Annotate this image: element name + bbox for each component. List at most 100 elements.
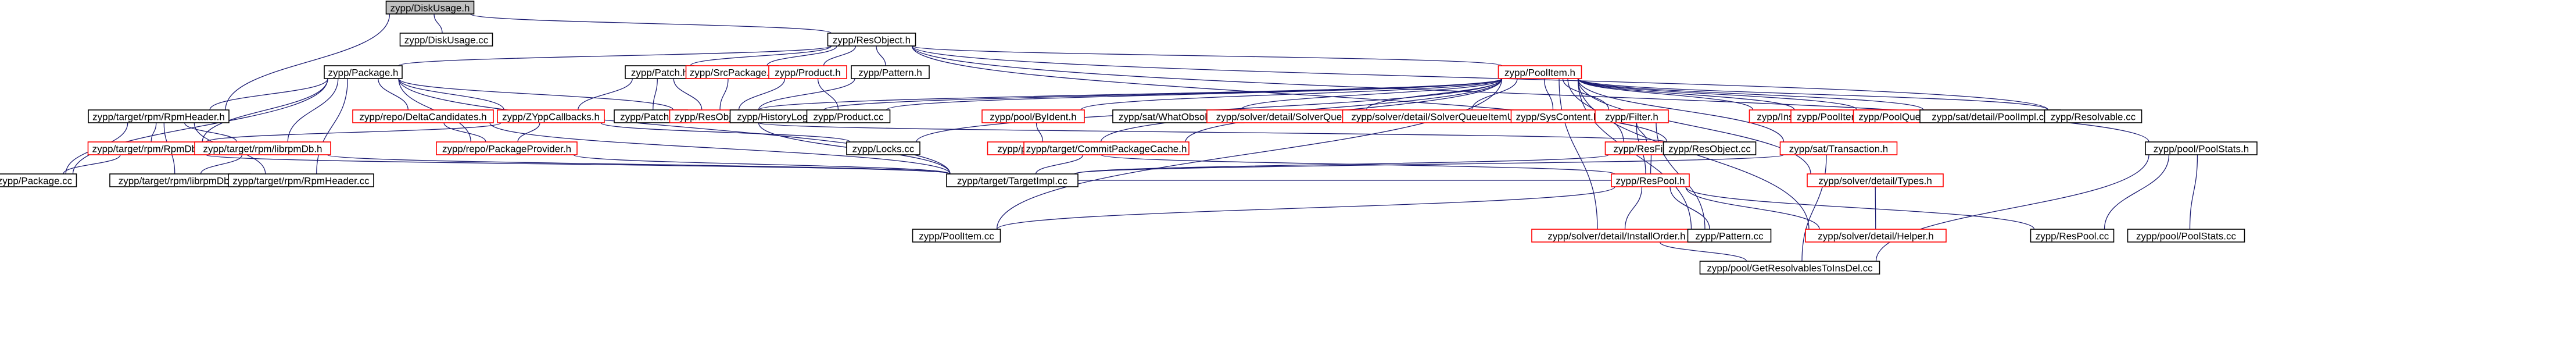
node-label: zypp/Package.cc	[0, 176, 73, 187]
edge-diskusage-h-to-rpmheader-h	[225, 8, 392, 111]
node-poolstats-h[interactable]: zypp/pool/PoolStats.h	[2145, 141, 2258, 155]
node-packageprovider-h[interactable]: zypp/repo/PackageProvider.h	[436, 141, 578, 155]
node-resolvable-cc[interactable]: zypp/Resolvable.cc	[2044, 109, 2143, 123]
node-box	[981, 109, 1085, 123]
node-label: zypp/pool/PoolStats.cc	[2136, 231, 2236, 242]
node-package-cc[interactable]: zypp/Package.cc	[0, 173, 77, 187]
node-respool-h[interactable]: zypp/ResPool.h	[1611, 173, 1690, 187]
node-label: zypp/SysContent.h	[1516, 112, 1599, 123]
node-box	[851, 65, 930, 79]
node-targetimpl-cc[interactable]: zypp/target/TargetImpl.cc	[946, 173, 1079, 187]
node-installorder-h[interactable]: zypp/solver/detail/InstallOrder.h	[1531, 229, 1702, 243]
node-rpmheader-h[interactable]: zypp/target/rpm/RpmHeader.h	[88, 109, 230, 123]
node-label: zypp/solver/detail/Types.h	[1818, 176, 1932, 187]
node-label: zypp/target/rpm/RpmHeader.h	[92, 112, 225, 123]
edge-srcpackage-h-to-resobjects-h	[719, 73, 731, 111]
node-patch-cc[interactable]: zypp/Patch.cc	[614, 109, 688, 123]
node-historylog-cc[interactable]: zypp/HistoryLog.cc	[729, 109, 828, 123]
node-label: zypp/Product.h	[775, 67, 840, 79]
node-label: zypp/Resolvable.cc	[2051, 112, 2136, 123]
node-respool-cc[interactable]: zypp/ResPool.cc	[2030, 229, 2115, 243]
edge-respool-h-to-installorder-h	[1624, 181, 1645, 230]
node-pattern-cc[interactable]: zypp/Pattern.cc	[1687, 229, 1772, 243]
edge-respool-h-to-pattern-cc	[1667, 181, 1710, 230]
edge-resfilters-h-to-targetimpl-cc	[1074, 149, 1611, 175]
edge-zyppcallbacks-h-to-packageprovider-h	[517, 117, 543, 143]
node-rpmdb-h[interactable]: zypp/target/rpm/RpmDb.h	[87, 141, 210, 155]
node-poolitem-cc[interactable]: zypp/PoolItem.cc	[912, 229, 1001, 243]
node-commitpackagecache-h[interactable]: zypp/target/CommitPackageCache.h	[1023, 141, 1190, 155]
node-filter-h[interactable]: zypp/Filter.h	[1595, 109, 1669, 123]
node-poolimpl-cc[interactable]: zypp/sat/detail/PoolImpl.cc	[1919, 109, 2061, 123]
edge-diskusage-h-to-resobject-h	[468, 8, 832, 34]
node-locks-cc[interactable]: zypp/Locks.cc	[846, 141, 920, 155]
edge-resobject-h-to-poolstats-h	[909, 40, 2149, 143]
edge-layer	[63, 8, 2200, 262]
edge-pattern-h-to-resobjects-h	[758, 73, 858, 111]
node-box	[436, 141, 578, 155]
edge-respool-h-to-respool-cc	[1683, 181, 2035, 230]
node-label: zypp/Filter.h	[1605, 112, 1658, 123]
node-label: zypp/target/rpm/RpmDb.h	[92, 144, 206, 155]
edge-poolitem-h-to-installedb-h	[1575, 73, 1754, 111]
node-poolstats-cc[interactable]: zypp/pool/PoolStats.cc	[2127, 229, 2245, 243]
edge-package-h-to-rpmheader-cc	[316, 73, 350, 175]
node-poolitem-h[interactable]: zypp/PoolItem.h	[1497, 65, 1582, 79]
edge-resobject-h-to-patch-h	[690, 40, 834, 66]
edge-packageprovider-h-to-targetimpl-cc	[571, 149, 951, 175]
edge-package-h-to-zyppcallbacks-h	[396, 73, 504, 111]
node-box	[0, 173, 77, 187]
edge-package-h-to-resobjects-h	[396, 73, 674, 111]
edge-package-h-to-targetimpl-cc	[396, 73, 951, 175]
node-resobject-cc[interactable]: zypp/ResObject.cc	[1663, 141, 1757, 155]
node-label: zypp/Product.cc	[814, 112, 884, 123]
node-diskusage-cc[interactable]: zypp/DiskUsage.cc	[399, 33, 493, 47]
node-helper-h[interactable]: zypp/solver/detail/Helper.h	[1805, 229, 1947, 243]
node-label: zypp/SrcPackage.h	[690, 67, 775, 79]
node-srcpackage-h[interactable]: zypp/SrcPackage.h	[685, 65, 779, 79]
edge-package-h-to-rpmdb-h	[202, 73, 331, 143]
node-box	[1807, 173, 1944, 187]
node-byident-h[interactable]: zypp/pool/ByIdent.h	[981, 109, 1085, 123]
node-product-h[interactable]: zypp/Product.h	[768, 65, 847, 79]
node-deltacandidates-h[interactable]: zypp/repo/DeltaCandidates.h	[352, 109, 494, 123]
node-package-h[interactable]: zypp/Package.h	[324, 65, 403, 79]
node-types-h[interactable]: zypp/solver/detail/Types.h	[1807, 173, 1944, 187]
node-product-cc[interactable]: zypp/Product.cc	[806, 109, 891, 123]
edge-poolitem-h-to-historylog-cc	[823, 73, 1504, 111]
node-librpmdb-cc[interactable]: zypp/target/rpm/librpmDb.cc	[109, 173, 251, 187]
node-label: zypp/solver/detail/SolverQueueItemUpdate…	[1351, 112, 1547, 123]
edge-poolitem-h-to-poolqueryresult-h	[1575, 73, 1858, 111]
edge-poolstats-h-to-poolstats-cc	[2189, 149, 2200, 230]
node-label: zypp/Pattern.h	[858, 67, 922, 79]
edge-transaction-h-to-targetimpl-cc	[1074, 149, 1787, 175]
node-zyppcallbacks-h[interactable]: zypp/ZYppCallbacks.h	[497, 109, 605, 123]
node-label: zypp/sat/Transaction.h	[1789, 144, 1888, 155]
edge-poolitem-h-to-filter-h	[1560, 73, 1610, 111]
node-transaction-h[interactable]: zypp/sat/Transaction.h	[1779, 141, 1898, 155]
node-label: zypp/target/TargetImpl.cc	[957, 176, 1067, 187]
node-patch-h[interactable]: zypp/Patch.h	[625, 65, 694, 79]
node-label: zypp/Package.h	[328, 67, 399, 79]
node-label: zypp/pool/ByIdent.h	[990, 112, 1076, 123]
edge-poolitem-h-to-syscontent-h	[1542, 73, 1554, 111]
edge-resobject-h-to-package-h	[398, 40, 834, 66]
node-rpmheader-cc[interactable]: zypp/target/rpm/RpmHeader.cc	[228, 173, 374, 187]
edge-poolitem-h-to-installorder-h	[1556, 73, 1598, 230]
edge-resobjects-h-to-resobject-cc	[755, 117, 1668, 143]
node-resobject-h[interactable]: zypp/ResObject.h	[827, 33, 916, 47]
node-syscontent-h[interactable]: zypp/SysContent.h	[1510, 109, 1604, 123]
node-box	[497, 109, 605, 123]
edge-product-h-to-product-cc	[815, 73, 839, 111]
node-box	[946, 173, 1079, 187]
node-label: zypp/pool/PoolStats.h	[2154, 144, 2249, 155]
edge-resobject-h-to-poolitem-h	[909, 40, 1503, 66]
node-getresolvablestoinsdel-cc[interactable]: zypp/pool/GetResolvablesToInsDel.cc	[1699, 261, 1880, 275]
edge-transaction-h-to-getresolvablestoinsdel-cc	[1801, 149, 1829, 262]
node-label: zypp/target/rpm/librpmDb.h	[203, 144, 322, 155]
edge-resobject-h-to-product-h	[823, 40, 858, 66]
node-box	[1779, 141, 1898, 155]
node-librpmdb-h[interactable]: zypp/target/rpm/librpmDb.h	[194, 141, 331, 155]
edge-rpmdb-h-to-targetimpl-cc	[203, 149, 951, 175]
node-pattern-h[interactable]: zypp/Pattern.h	[851, 65, 930, 79]
